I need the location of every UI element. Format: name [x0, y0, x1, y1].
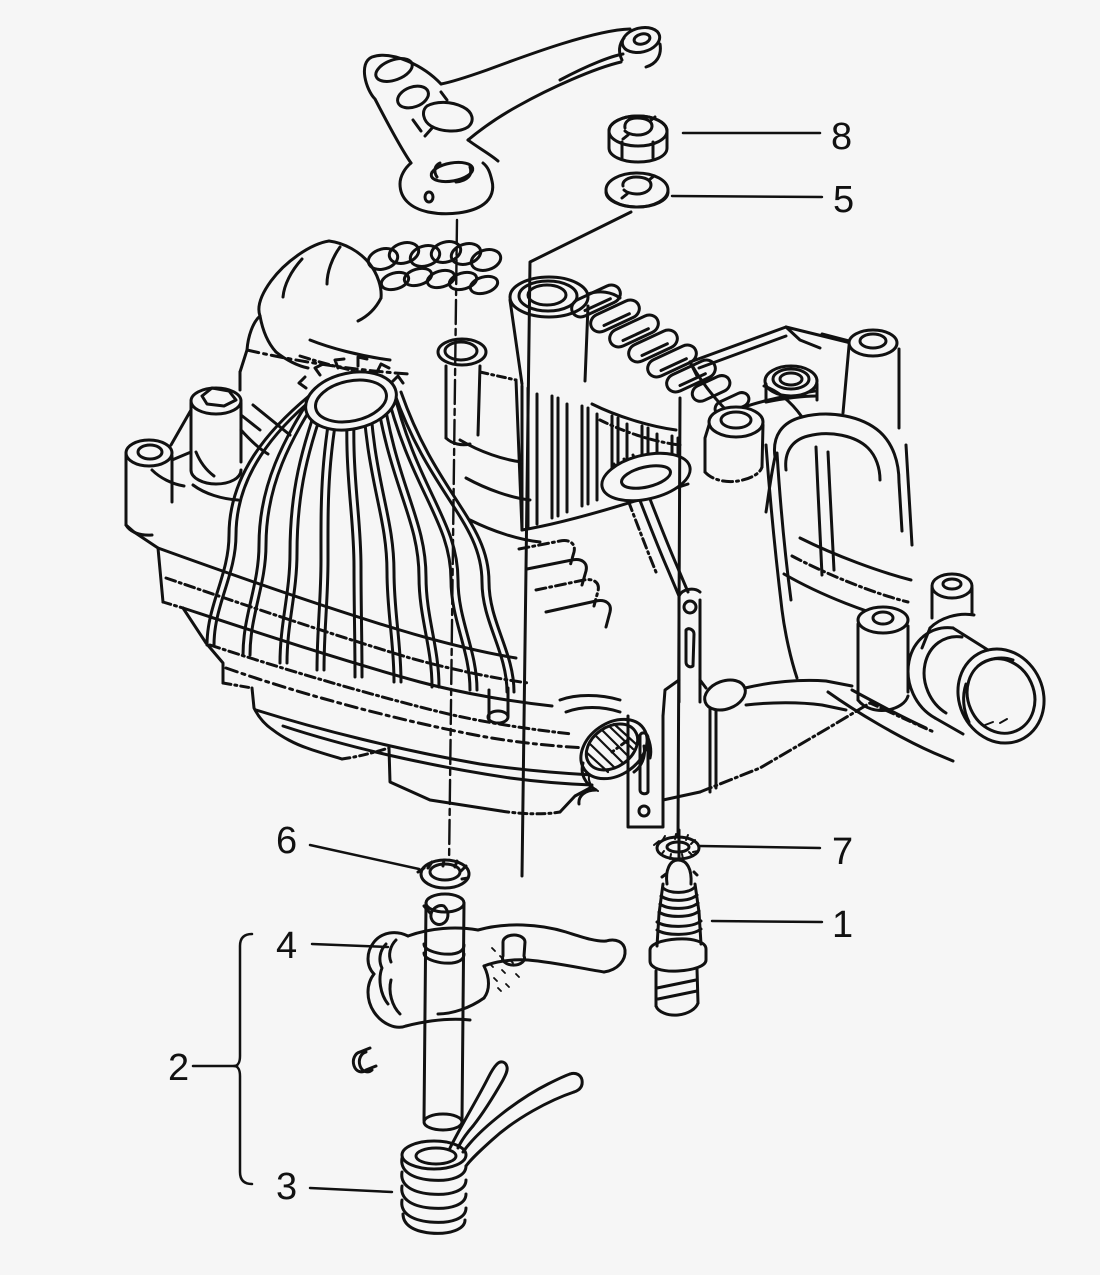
svg-text:5: 5	[833, 179, 854, 221]
svg-text:4: 4	[276, 925, 297, 967]
svg-text:3: 3	[276, 1166, 297, 1208]
svg-text:8: 8	[831, 116, 852, 158]
svg-text:6: 6	[276, 820, 297, 862]
svg-text:1: 1	[832, 904, 853, 946]
svg-text:7: 7	[832, 831, 853, 873]
svg-text:2: 2	[168, 1047, 189, 1089]
